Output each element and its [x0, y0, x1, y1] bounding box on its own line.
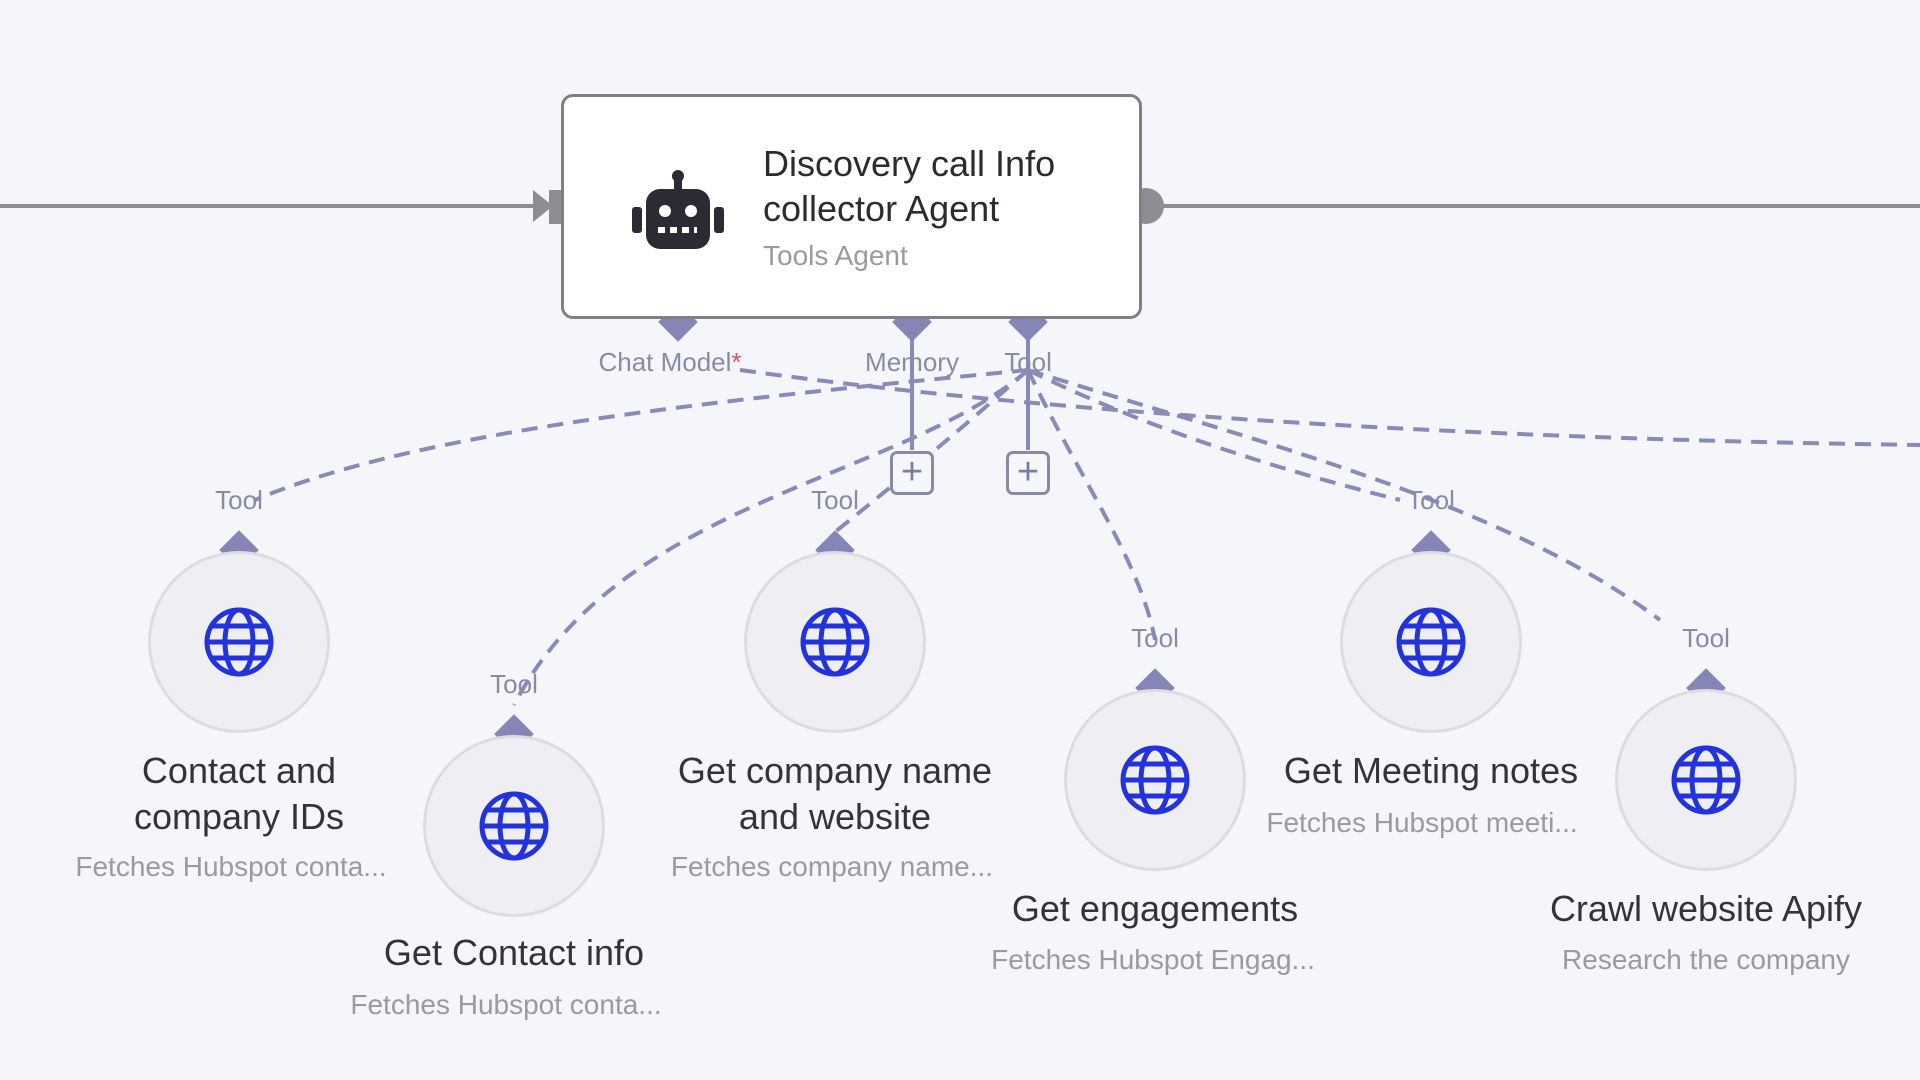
input-arrow: [533, 190, 553, 222]
tool-input-label: Tool: [1131, 623, 1179, 653]
tool-node-get-contact-info[interactable]: [423, 735, 605, 917]
tool-node-get-meeting-notes[interactable]: [1340, 551, 1522, 733]
required-marker: *: [731, 347, 742, 377]
tool-title: Get Meeting notes: [1283, 750, 1579, 791]
connection-tool-get-contact-info: [512, 368, 1030, 706]
connection-tool-get-company-name: [833, 368, 1030, 534]
tool-input-label: Tool: [490, 669, 538, 699]
agent-node[interactable]: Discovery call Info collector Agent Tool…: [561, 94, 1142, 319]
connection-tool-get-engagements: [1026, 369, 1157, 641]
tool-node-contact-company-ids[interactable]: [148, 551, 330, 733]
tool-description: Fetches Hubspot meeti...: [1266, 807, 1578, 838]
tool-description: Research the company: [1562, 944, 1850, 975]
add-tool-button[interactable]: +: [1006, 451, 1050, 495]
tool-description: Fetches Hubspot conta...: [75, 851, 387, 882]
tool-title: Get Contact info: [383, 932, 645, 973]
memory-port-label: Memory: [865, 347, 959, 377]
globe-icon: [1671, 745, 1741, 815]
connection-tool-contact-company-ids: [254, 368, 1029, 502]
add-memory-button[interactable]: +: [890, 451, 934, 495]
tool-input-label: Tool: [1407, 485, 1455, 515]
globe-icon: [1120, 745, 1190, 815]
globe-icon: [204, 607, 274, 677]
tool-input-label: Tool: [1682, 623, 1730, 653]
tool-node-get-engagements[interactable]: [1064, 689, 1246, 871]
globe-icon: [1396, 607, 1466, 677]
chat-model-port-label: Chat Model*: [598, 347, 742, 377]
tool-title: Get engagements: [1011, 888, 1299, 929]
agent-subtitle: Tools Agent: [763, 240, 908, 271]
connection-tool-get-meeting-notes: [1027, 368, 1401, 502]
tool-node-get-company-name[interactable]: [744, 551, 926, 733]
robot-icon: [632, 170, 724, 249]
tool-input-label: Tool: [811, 485, 859, 515]
tool-title: Crawl website Apify: [1549, 888, 1863, 929]
tool-input-label: Tool: [215, 485, 263, 515]
globe-icon: [479, 791, 549, 861]
tool-description: Fetches company name...: [670, 851, 994, 882]
tool-port-label: Tool: [1004, 347, 1052, 377]
tool-description: Fetches Hubspot conta...: [350, 989, 662, 1020]
tool-description: Fetches Hubspot Engag...: [991, 944, 1315, 975]
agent-title: Discovery call Info collector Agent: [763, 143, 1056, 229]
connection-chat-model-offscreen: [739, 368, 1920, 447]
connection-tool-crawl-website: [1027, 368, 1662, 622]
globe-icon: [800, 607, 870, 677]
tool-node-crawl-website-apify[interactable]: [1615, 689, 1797, 871]
